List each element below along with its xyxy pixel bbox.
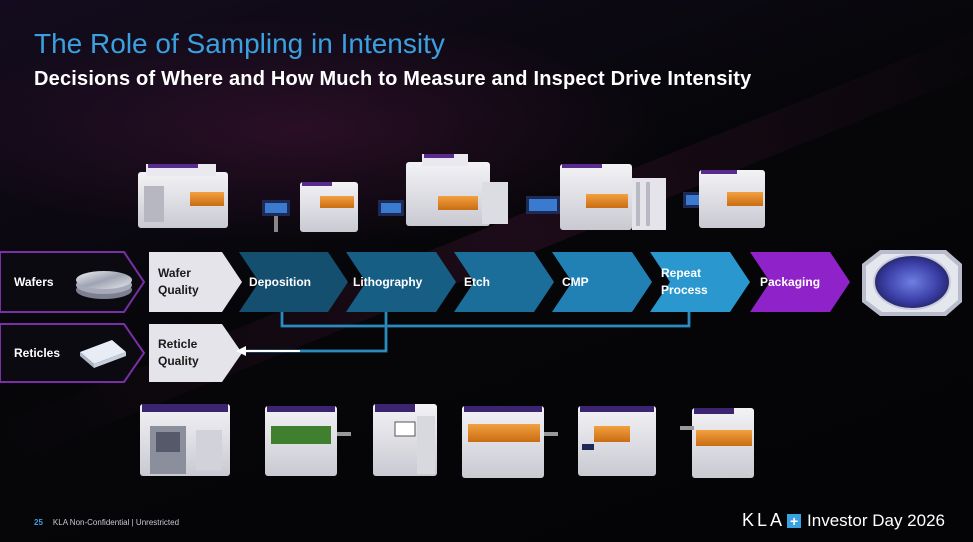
wafers-label: Wafers	[14, 275, 54, 289]
page-number: 25	[34, 518, 43, 527]
wafer-quality-step: Wafer Quality	[149, 252, 242, 312]
wafer-stack-icon	[76, 271, 132, 299]
reticle-quality-line1: Reticle	[158, 337, 198, 351]
equipment-image	[578, 406, 656, 476]
classification-text: KLA Non-Confidential | Unrestricted	[53, 518, 179, 527]
step-deposition: Deposition	[239, 252, 348, 312]
top-equipment-row	[138, 154, 765, 232]
wafer-quality-line2: Quality	[158, 283, 199, 297]
svg-text:Quality: Quality	[158, 283, 199, 297]
wafer-quality-line1: Wafer	[158, 266, 191, 280]
kla-logo: KLA	[742, 510, 785, 531]
equipment-image	[265, 406, 351, 476]
equipment-image	[262, 182, 358, 232]
equipment-image	[526, 164, 666, 230]
equipment-image	[138, 164, 228, 228]
cmp-label: CMP	[562, 275, 589, 289]
reticles-input-box: Reticles	[0, 324, 144, 382]
step-cmp: CMP	[552, 252, 652, 312]
event-name: Investor Day 2026	[807, 511, 945, 531]
feedback-loop-lines	[236, 312, 689, 356]
equipment-image	[373, 404, 437, 476]
equipment-image	[683, 170, 765, 228]
reticle-quality-line2: Quality	[158, 354, 199, 368]
wafers-input-box: Wafers	[0, 252, 144, 312]
equipment-image	[140, 404, 230, 476]
plus-icon: +	[787, 514, 801, 528]
repeat-process-line1: Repeat	[661, 266, 701, 280]
svg-text:Quality: Quality	[158, 354, 199, 368]
equipment-image	[680, 408, 754, 478]
svg-text:Repeat: Repeat	[661, 266, 701, 280]
reticles-label: Reticles	[14, 346, 60, 360]
packaging-label: Packaging	[760, 275, 820, 289]
svg-text:Wafer: Wafer	[158, 266, 191, 280]
step-repeat-process: Repeat Process	[650, 252, 750, 312]
repeat-process-line2: Process	[661, 283, 708, 297]
step-lithography: Lithography	[346, 252, 456, 312]
equipment-image	[378, 154, 508, 226]
equipment-image	[462, 406, 558, 478]
footer-classification: 25 KLA Non-Confidential | Unrestricted	[34, 518, 179, 527]
step-packaging: Packaging	[750, 252, 850, 312]
svg-text:Process: Process	[661, 283, 708, 297]
finished-wafer-image	[862, 250, 962, 316]
deposition-label: Deposition	[249, 275, 311, 289]
reticle-quality-step: Reticle Quality	[149, 324, 242, 382]
footer-branding: KLA + Investor Day 2026	[742, 510, 945, 531]
step-etch: Etch	[454, 252, 554, 312]
lithography-label: Lithography	[353, 275, 423, 289]
process-chevrons: Deposition Lithography Etch CMP Repeat P…	[239, 252, 850, 312]
bottom-equipment-row	[140, 404, 754, 478]
etch-label: Etch	[464, 275, 490, 289]
svg-text:Reticle: Reticle	[158, 337, 198, 351]
